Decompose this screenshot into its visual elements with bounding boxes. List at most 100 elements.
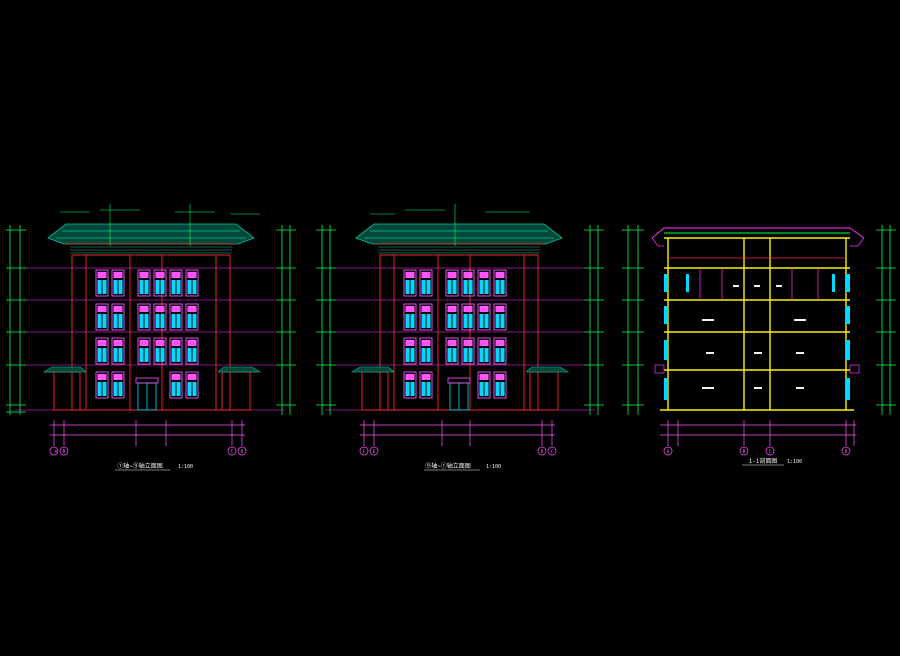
window	[95, 337, 109, 365]
window	[95, 303, 109, 331]
axis-bubbles	[49, 446, 247, 456]
window	[403, 269, 417, 297]
entrance-canopies	[42, 366, 262, 373]
window	[185, 303, 199, 331]
axis-label: D	[241, 449, 244, 455]
axis-label: A	[667, 449, 670, 455]
view-scale: 1:100	[486, 464, 501, 470]
window	[137, 337, 151, 365]
bottom-dimensions	[50, 420, 245, 446]
window	[445, 303, 459, 331]
entrance-door	[135, 377, 159, 411]
window	[419, 337, 433, 365]
window-grid	[403, 269, 507, 399]
roof-annotations	[370, 204, 530, 246]
axis-label: B	[63, 449, 66, 455]
facade-walls	[45, 254, 258, 411]
window	[445, 337, 459, 365]
section-openings	[664, 274, 850, 400]
pitched-roof	[355, 223, 563, 245]
window	[493, 371, 507, 399]
room-tags	[702, 285, 806, 389]
right-dimension-chain	[276, 225, 296, 415]
view-title: ①轴~⑨轴立面图	[117, 462, 163, 470]
left-dimension-chain	[622, 225, 644, 415]
window	[95, 269, 109, 297]
view-scale: 1:100	[787, 459, 802, 465]
window	[445, 269, 459, 297]
window	[137, 303, 151, 331]
window	[111, 303, 125, 331]
window	[111, 269, 125, 297]
window	[419, 371, 433, 399]
right-dimension-chain	[584, 225, 604, 415]
window	[461, 269, 475, 297]
bottom-dimensions	[360, 420, 555, 446]
window	[169, 269, 183, 297]
section-walls	[667, 238, 847, 410]
window	[419, 303, 433, 331]
window	[477, 337, 491, 365]
level-lines	[325, 267, 595, 411]
facade-walls	[361, 254, 559, 411]
bottom-dimensions	[660, 420, 856, 446]
axis-label: A	[55, 449, 58, 455]
window	[461, 337, 475, 365]
window	[477, 371, 491, 399]
view-title: ⑨轴~①轴立面图	[425, 462, 471, 470]
cross-section: A B C D 1-1剖面图 1:100	[622, 225, 896, 466]
axis-bubbles	[359, 446, 557, 456]
window	[153, 303, 167, 331]
view-title: 1-1剖面图	[749, 457, 778, 465]
section-partitions	[668, 257, 846, 300]
roof-fascia-stripes	[378, 246, 540, 254]
window	[185, 371, 199, 399]
roof-fascia-stripes	[70, 246, 232, 254]
entrance-door	[447, 377, 471, 411]
window	[137, 269, 151, 297]
window	[153, 337, 167, 365]
window	[169, 303, 183, 331]
window	[169, 337, 183, 365]
window	[153, 269, 167, 297]
window	[477, 269, 491, 297]
window-grid	[95, 269, 199, 399]
window	[461, 303, 475, 331]
window	[493, 269, 507, 297]
pitched-roof	[47, 223, 255, 245]
section-eaves	[651, 237, 865, 374]
window	[419, 269, 433, 297]
left-dimension-chain	[6, 225, 26, 415]
window	[493, 303, 507, 331]
right-dimension-chain	[876, 225, 896, 415]
axis-label: E	[373, 449, 376, 455]
rear-elevation: F E D C ⑨轴~①轴立面图 1:100	[316, 204, 604, 471]
axis-bubbles	[663, 446, 851, 456]
window	[403, 337, 417, 365]
front-elevation: A B C D ①轴~⑨轴立面图 1:100	[6, 204, 296, 471]
axis-label: F	[363, 449, 366, 455]
axis-label: C	[769, 449, 772, 455]
axis-label: C	[551, 449, 554, 455]
window	[185, 269, 199, 297]
left-dimension-chain	[316, 225, 336, 415]
axis-label: B	[743, 449, 746, 455]
floor-slabs	[660, 237, 854, 411]
window	[111, 337, 125, 365]
window	[169, 371, 183, 399]
axis-label: D	[845, 449, 848, 455]
axis-label: C	[231, 449, 234, 455]
window	[493, 337, 507, 365]
roof-annotations	[60, 204, 260, 246]
axis-label: D	[541, 449, 544, 455]
window	[185, 337, 199, 365]
window	[403, 371, 417, 399]
window	[403, 303, 417, 331]
window	[95, 371, 109, 399]
view-scale: 1:100	[178, 464, 193, 470]
section-roof	[651, 227, 865, 239]
entrance-canopies	[350, 366, 570, 373]
window	[477, 303, 491, 331]
window	[111, 371, 125, 399]
